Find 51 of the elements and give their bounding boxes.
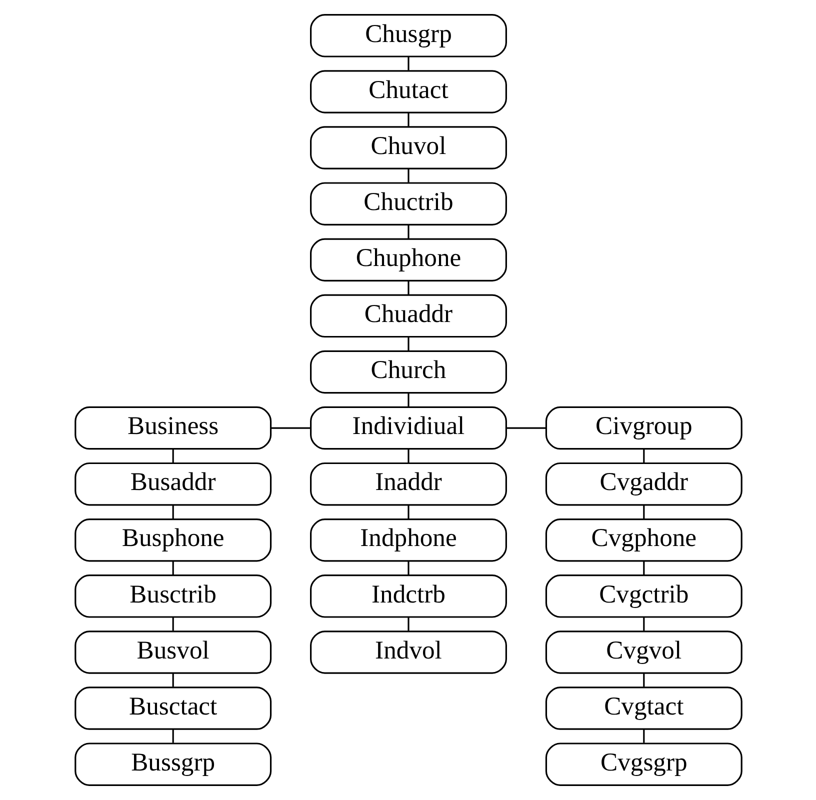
connector (407, 448, 409, 463)
node-box: Chuctrib (310, 182, 506, 226)
connector (270, 427, 310, 429)
node-box: Chuphone (310, 238, 506, 282)
connector (407, 224, 409, 238)
connector (172, 504, 174, 519)
connector (407, 112, 409, 126)
connector (407, 280, 409, 294)
connector (642, 448, 644, 463)
node-box: Busaddr (74, 462, 272, 506)
connector (407, 617, 409, 631)
node-box: Civgroup (544, 406, 742, 450)
connector (172, 729, 174, 743)
node-box: Chusgrp (310, 14, 506, 58)
node-box: Bussgrp (74, 742, 272, 786)
connector (642, 673, 644, 687)
node-box: Busctact (74, 686, 272, 730)
node-box: Church (310, 350, 506, 394)
connector (407, 392, 409, 407)
connector (407, 336, 409, 351)
node-box: Indvol (310, 630, 506, 674)
node-box: Individiual (310, 406, 506, 450)
node-box: Cvgtact (544, 686, 742, 730)
node-box: Chuvol (310, 126, 506, 170)
node-box: Busctrib (74, 574, 272, 618)
node-box: Chutact (310, 70, 506, 114)
node-box: Inaddr (310, 462, 506, 506)
connector (407, 561, 409, 575)
connector (172, 561, 174, 575)
connector (506, 427, 546, 429)
node-box: Busphone (74, 518, 272, 562)
connector (642, 729, 644, 743)
connector (642, 617, 644, 631)
connector (407, 504, 409, 519)
node-box: Cvgphone (544, 518, 742, 562)
node-box: Chuaddr (310, 294, 506, 338)
connector (407, 56, 409, 70)
node-box: Busvol (74, 630, 272, 674)
node-box: Business (74, 406, 272, 450)
connector (642, 504, 644, 519)
connector (642, 561, 644, 575)
connector (407, 168, 409, 182)
node-box: Cvgsgrp (544, 742, 742, 786)
node-box: Cvgctrib (544, 574, 742, 618)
node-box: Indphone (310, 518, 506, 562)
node-box: Cvgvol (544, 630, 742, 674)
node-box: Indctrb (310, 574, 506, 618)
connector (172, 617, 174, 631)
node-box: Cvgaddr (544, 462, 742, 506)
connector (172, 448, 174, 463)
connector (172, 673, 174, 687)
